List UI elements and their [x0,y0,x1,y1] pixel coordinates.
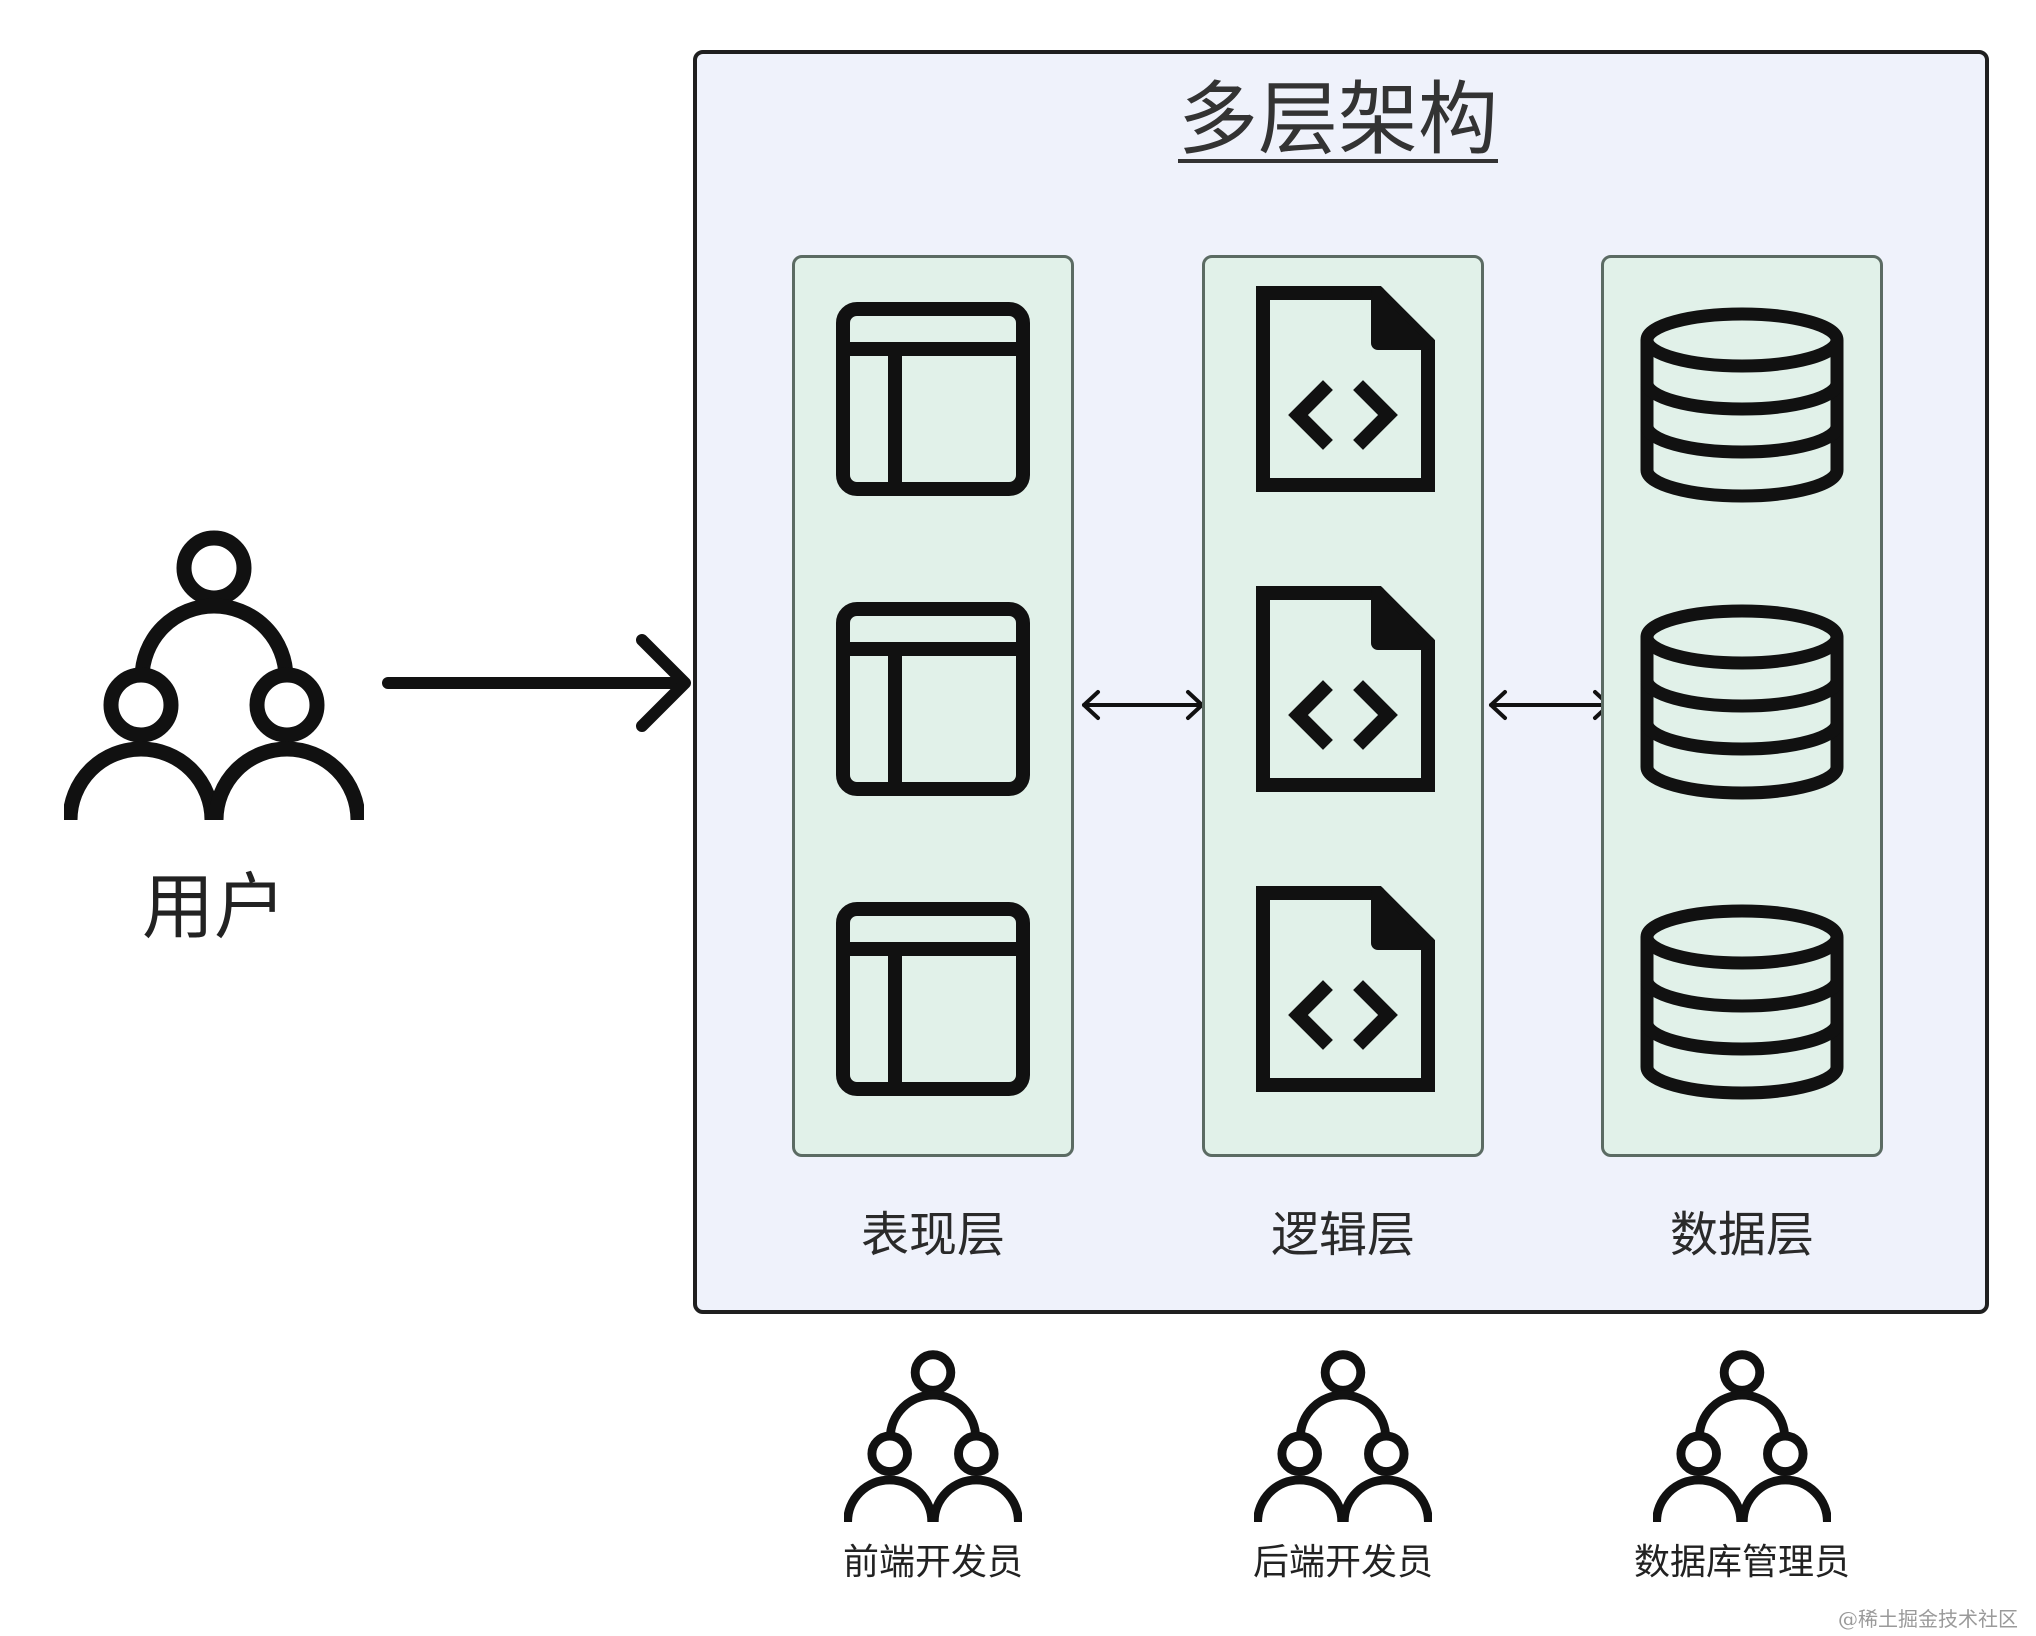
user-group-icon [64,530,364,825]
presentation-layer-label: 表现层 [860,1207,1005,1263]
code-file-icon [1243,285,1443,495]
layout-window-icon [833,294,1033,504]
architecture-title: 多层架构 [1178,73,1498,166]
user-label: 用户 [141,865,286,949]
watermark: @稀土掘金技术社区 [1838,1607,2018,1631]
dba-team-label: 数据库管理员 [1633,1542,1850,1583]
database-icon [1637,597,1847,807]
database-icon [1637,300,1847,510]
layout-window-icon [833,594,1033,804]
frontend-team-label: 前端开发员 [842,1542,1023,1583]
data-layer-label: 数据层 [1669,1207,1814,1263]
logic-layer-label: 逻辑层 [1270,1207,1415,1263]
user-group-icon [1253,1350,1433,1525]
database-icon [1637,897,1847,1107]
logic-layer-column [1202,255,1484,1157]
code-file-icon [1243,585,1443,795]
layout-window-icon [833,894,1033,1104]
bidirectional-arrow-icon [1082,690,1204,720]
arrow-right-icon [382,634,691,732]
code-file-icon [1243,885,1443,1095]
backend-team-label: 后端开发员 [1252,1542,1433,1583]
bidirectional-arrow-icon [1489,690,1611,720]
user-group-icon [1652,1350,1832,1525]
user-group-icon [843,1350,1023,1525]
